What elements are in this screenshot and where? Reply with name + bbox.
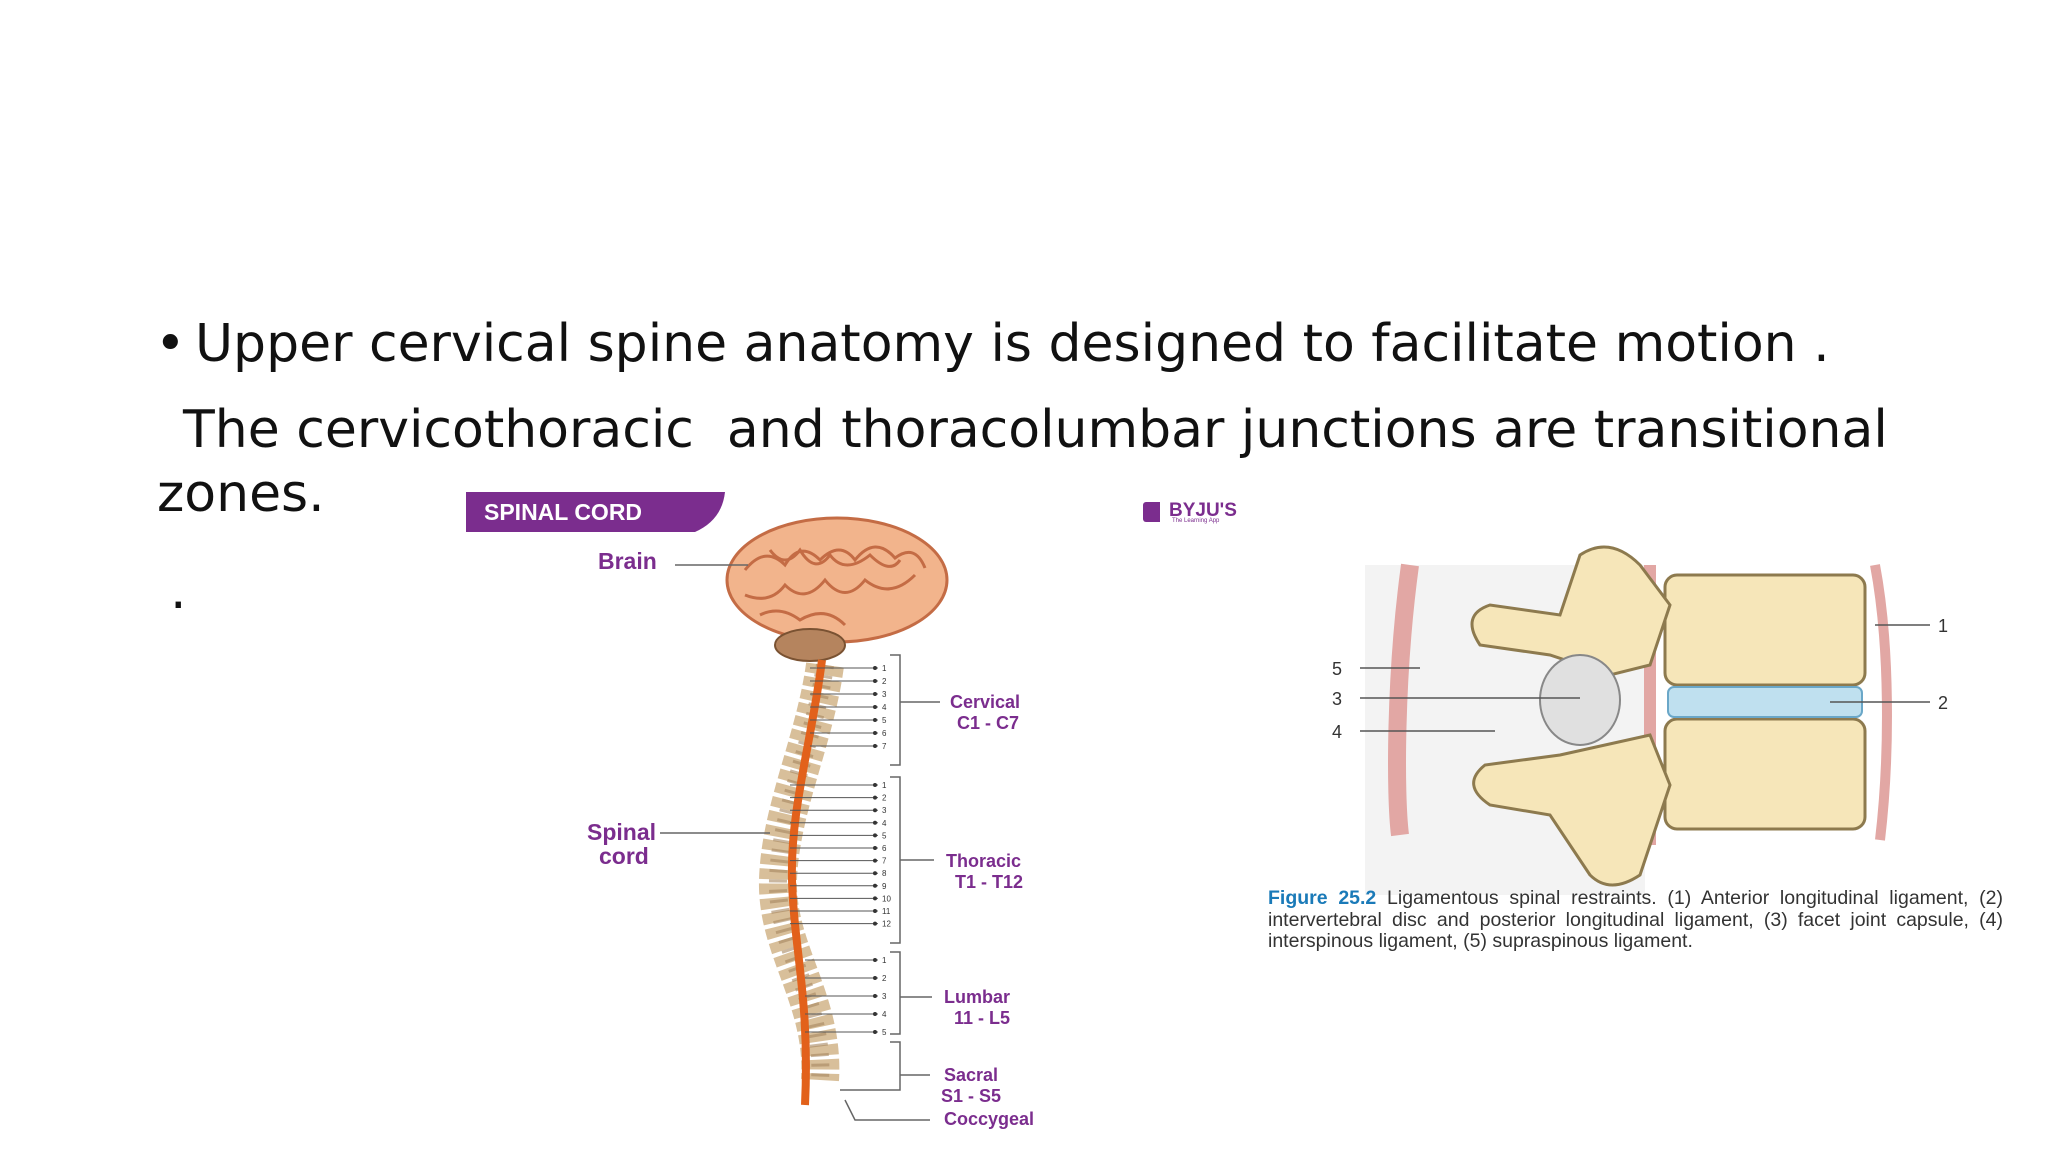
label-lumbar: Lumbar <box>944 987 1010 1007</box>
vertebra-tick-dot <box>873 666 877 670</box>
supraspinous-ligament <box>1388 563 1419 837</box>
byjus-logo-icon <box>1143 502 1160 522</box>
facet-capsule <box>1539 654 1621 746</box>
vertebra-tick-label: 12 <box>882 920 891 929</box>
vertebra-tick-dot <box>873 744 877 748</box>
bullet-text-1: Upper cervical spine anatomy is designed… <box>195 314 1830 374</box>
vertebra-tick-dot <box>873 871 877 876</box>
vertebra-tick-label: 4 <box>882 819 887 828</box>
label-sacral-range: S1 - S5 <box>941 1086 1001 1106</box>
vertebra-tick-label: 9 <box>882 882 887 891</box>
vertebra-tick-dot <box>873 692 877 696</box>
callout-4: 4 <box>1332 722 1342 742</box>
vertebra-tick-label: 3 <box>882 690 887 699</box>
vertebra-tick-dot <box>873 820 877 825</box>
callout-lines <box>1360 624 1930 732</box>
vertebra-tick-label: 2 <box>882 974 887 983</box>
label-spinal-2: cord <box>599 843 649 869</box>
callout-2: 2 <box>1938 693 1948 713</box>
vertebra-tick-label: 11 <box>882 907 891 916</box>
vertebra-tick-dot <box>873 958 877 962</box>
banner-text: SPINAL CORD <box>484 499 642 525</box>
spinal-column <box>758 659 844 1106</box>
vertebra-tick-label: 5 <box>882 1028 887 1037</box>
callout-1: 1 <box>1938 616 1948 636</box>
vertebra-tick-label: 3 <box>882 806 887 815</box>
vertebra-tick-dot <box>873 976 877 980</box>
vertebra-tick-dot <box>873 846 877 850</box>
vertebra-tick-label: 1 <box>882 664 887 673</box>
vertebra-tick-dot <box>873 994 877 998</box>
vertebra-tick-dot <box>873 783 877 787</box>
label-coccygeal: Coccygeal <box>944 1109 1034 1129</box>
bullet-icon: • <box>155 314 186 374</box>
vertebra-tick-dot <box>873 679 877 683</box>
vertebral-body-lower <box>1663 717 1867 831</box>
vertebra-tick-label: 7 <box>882 742 887 751</box>
label-brain: Brain <box>598 548 657 574</box>
brain-illustration <box>725 516 949 662</box>
label-thoracic-range: T1 - T12 <box>955 872 1023 892</box>
vertebra-tick-dot <box>873 858 877 863</box>
spinal-cord-line <box>787 659 826 1106</box>
vertebra-tick-dot <box>873 718 877 722</box>
text-line-2: The cervicothoracic and thoracolumbar ju… <box>183 400 1888 460</box>
vertebra-tick-dot <box>873 705 877 709</box>
figure-label: Figure 25.2 <box>1268 887 1377 909</box>
vertebra-tick-label: 10 <box>882 894 891 903</box>
vertebra-tick-label: 6 <box>882 729 887 738</box>
posterior-arch-lower <box>1472 733 1672 887</box>
vertebra-tick-dot <box>873 909 877 913</box>
vertebra-tick-label: 5 <box>882 716 887 725</box>
vertebra-tick-dot <box>873 731 877 735</box>
label-spinal-1: Spinal <box>587 819 656 845</box>
banner-shape <box>466 492 725 532</box>
spinal-cord-diagram: SPINAL CORD Brain Spinal cord 1234567123… <box>466 492 1160 1129</box>
bullet-line-1: •Upper cervical spine anatomy is designe… <box>155 318 1830 370</box>
vertebra-tick-dot <box>873 808 877 813</box>
vertebra-tick-label: 7 <box>882 857 887 866</box>
vertebra-tick-dot <box>873 883 877 888</box>
label-cervical: Cervical <box>950 692 1020 712</box>
byjus-logo-tagline: The Learning App <box>1172 518 1220 524</box>
vertebra-tick-label: 1 <box>882 781 887 790</box>
vertebra-tick-label: 2 <box>882 677 887 686</box>
callout-3: 3 <box>1332 689 1342 709</box>
vertebra-tick-label: 3 <box>882 992 887 1001</box>
vertebra-tick-dot <box>873 795 877 800</box>
vertebra-tick-label: 5 <box>882 831 887 840</box>
figure-caption: Figure 25.2 Ligamentous spinal restraint… <box>1268 887 2003 953</box>
vertebra-tick-label: 4 <box>882 1010 887 1019</box>
figure-caption-text: Ligamentous spinal restraints. (1) Anter… <box>1268 887 2003 952</box>
vertebra-tick-label: 6 <box>882 844 887 853</box>
vertebra-tick-dot <box>873 1012 877 1016</box>
byjus-logo-text: BYJU'S <box>1169 500 1237 521</box>
vertebral-body-upper <box>1663 573 1867 687</box>
label-lumbar-range: 11 - L5 <box>954 1008 1010 1028</box>
stray-dot: . <box>170 561 187 621</box>
region-brackets <box>840 654 940 1121</box>
vertebra-tick-label: 8 <box>882 869 887 878</box>
text-line-3: zones. <box>157 464 325 524</box>
vertebra-tick-dot <box>873 1030 877 1034</box>
vertebra-tick-dot <box>873 833 877 838</box>
label-cervical-range: C1 - C7 <box>957 713 1019 733</box>
vertebra-tick-label: 4 <box>882 703 887 712</box>
vertebra-tick-label: 1 <box>882 956 887 965</box>
label-sacral: Sacral <box>944 1065 998 1085</box>
vertebra-tick-dot <box>873 921 877 926</box>
ligament-figure: 1 2 5 3 4 <box>1332 545 1948 895</box>
callout-5: 5 <box>1332 659 1342 679</box>
vertebra-tick-label: 2 <box>882 794 887 803</box>
vertebra-tick-dot <box>873 896 877 901</box>
label-thoracic: Thoracic <box>946 851 1021 871</box>
anterior-ligament <box>1870 564 1892 841</box>
